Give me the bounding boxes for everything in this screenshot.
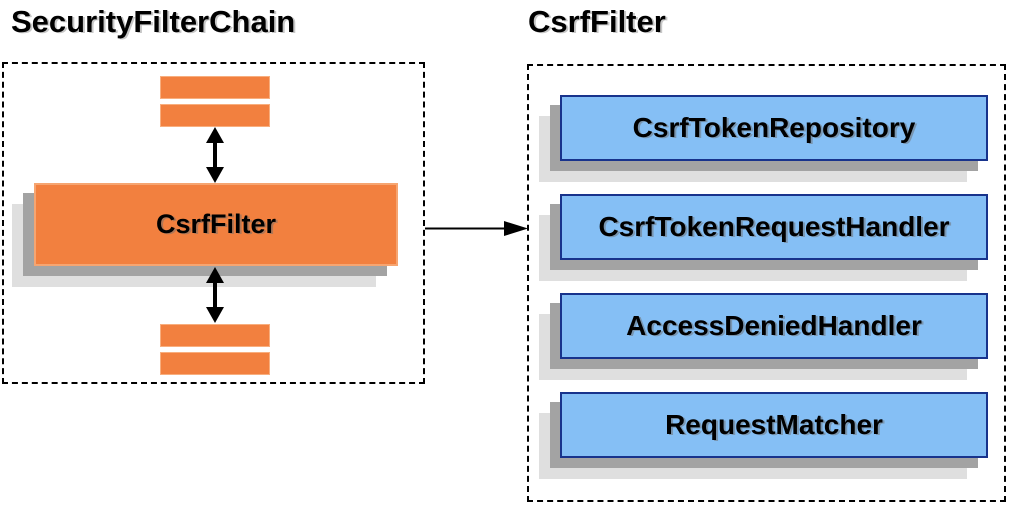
csrf-filter-label: CsrfFilter <box>155 209 277 239</box>
filter-placeholder-bar <box>160 76 270 99</box>
vertical-double-arrow-icon <box>206 127 224 183</box>
csrf-filter-group-title: CsrfFilter <box>528 4 666 39</box>
security-filter-chain-title: SecurityFilterChain <box>11 4 296 39</box>
vertical-double-arrow-icon <box>206 267 224 323</box>
component-box-csrf-token-request-handler: CsrfTokenRequestHandler <box>560 194 988 260</box>
component-box-access-denied-handler: AccessDeniedHandler <box>560 293 988 359</box>
component-label: CsrfTokenRepository <box>632 112 916 143</box>
filter-placeholder-bar <box>160 352 270 375</box>
component-label: AccessDeniedHandler <box>626 310 922 341</box>
security-filter-chain-container <box>2 62 425 384</box>
filter-placeholder-bar <box>160 324 270 347</box>
component-label: CsrfTokenRequestHandler <box>598 211 950 242</box>
component-label: RequestMatcher <box>665 409 883 440</box>
component-box-request-matcher: RequestMatcher <box>560 392 988 458</box>
csrf-filter-box: CsrfFilter <box>34 183 398 266</box>
right-arrow-icon <box>425 221 528 236</box>
filter-placeholder-bar <box>160 104 270 127</box>
csrf-filter-components-container <box>527 64 1006 502</box>
component-box-csrf-token-repository: CsrfTokenRepository <box>560 95 988 161</box>
